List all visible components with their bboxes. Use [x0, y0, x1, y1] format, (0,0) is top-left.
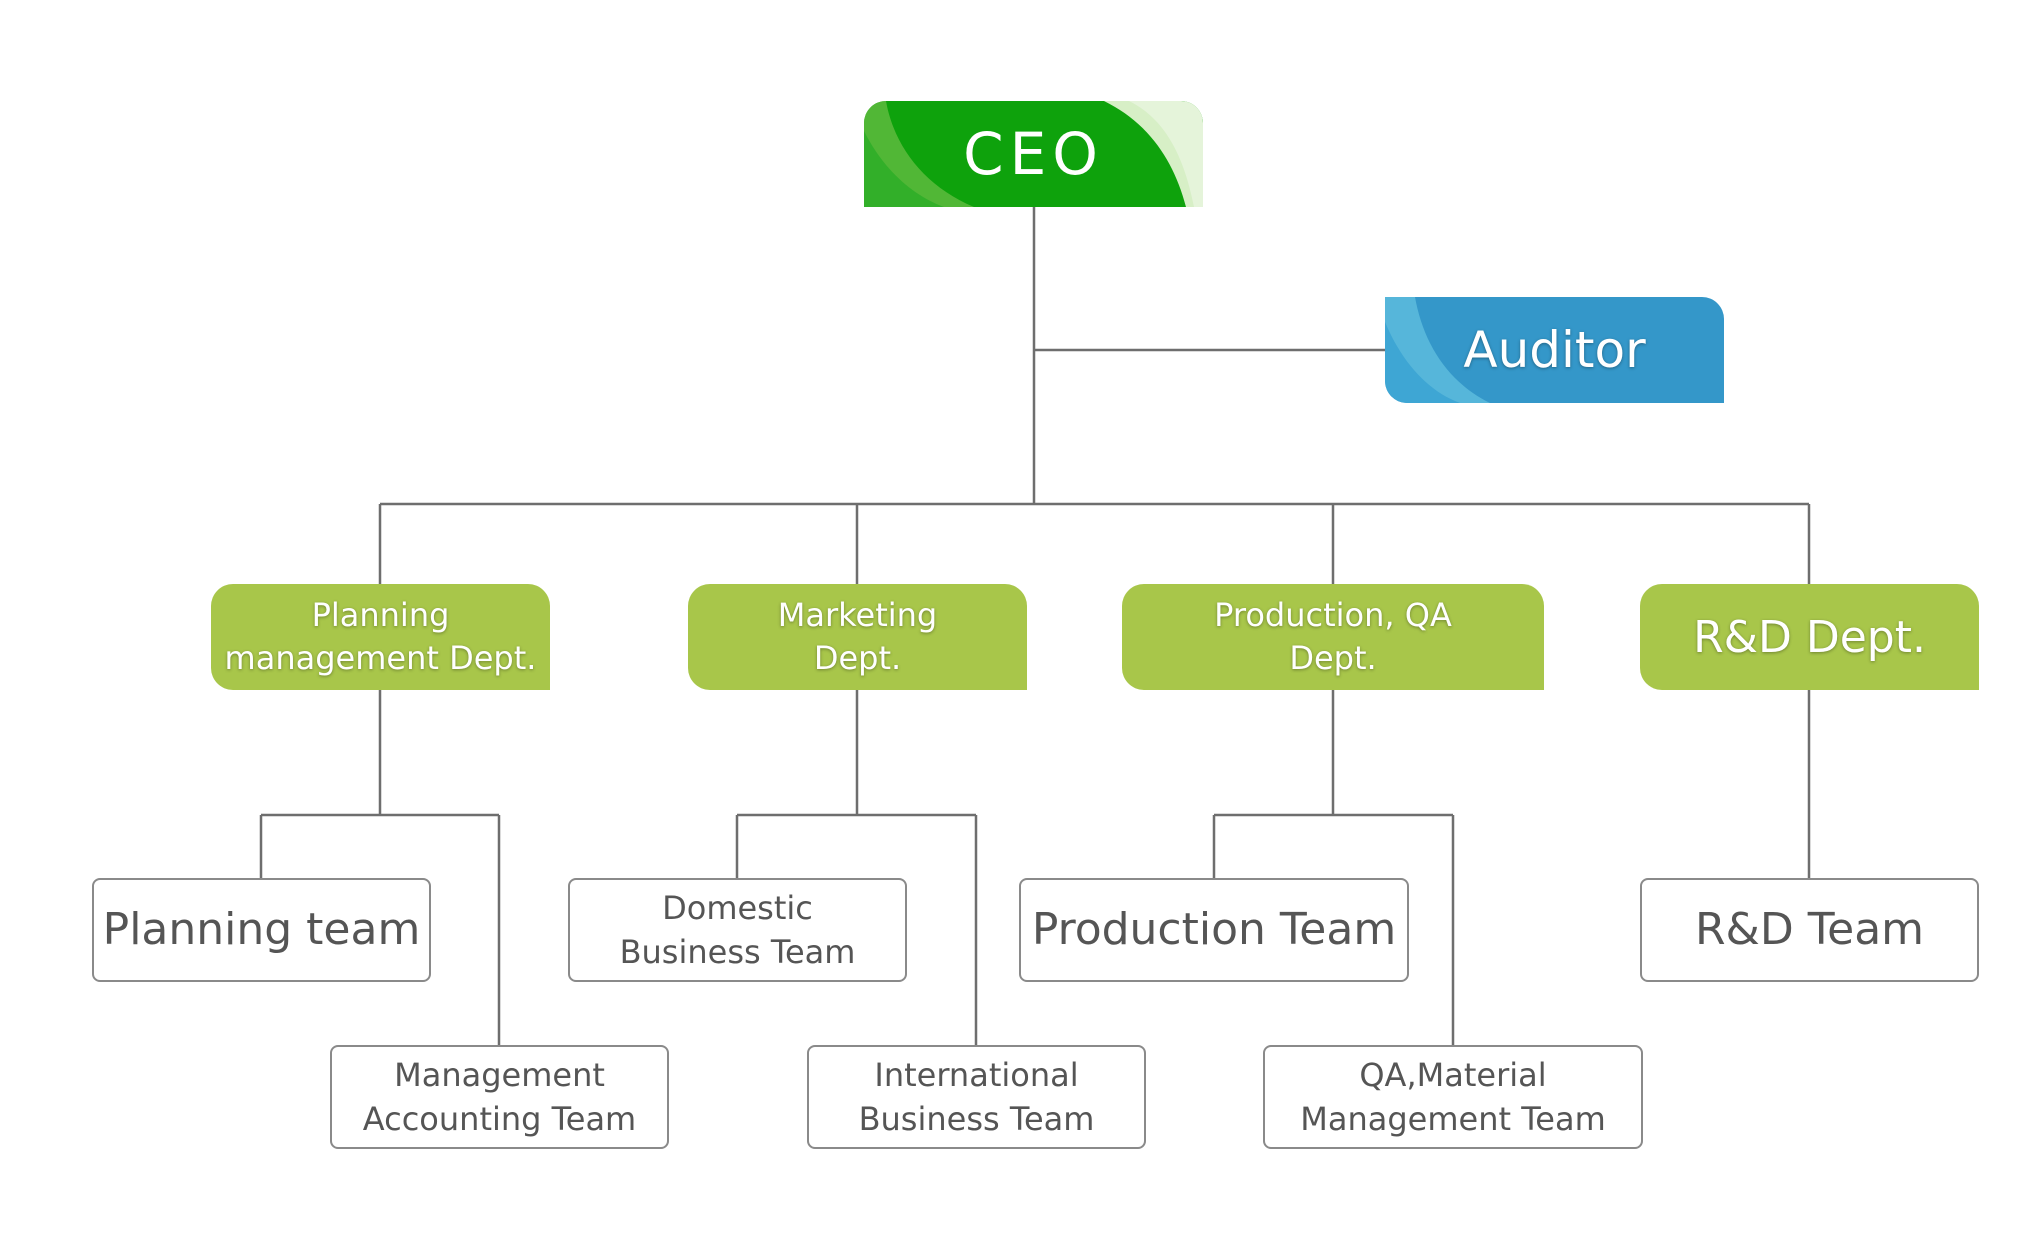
team-planning: Planning team: [92, 878, 431, 982]
dept-rnd: R&D Dept.: [1640, 584, 1979, 690]
team-rnd: R&D Team: [1640, 878, 1979, 982]
auditor-label: Auditor: [1463, 321, 1646, 379]
team-label: Planning team: [102, 904, 421, 955]
dept-label: R&D Dept.: [1693, 611, 1926, 663]
team-management-accounting: Management Accounting Team: [330, 1045, 669, 1149]
planning-branch-line: [259, 690, 501, 1045]
team-international-business: International Business Team: [807, 1045, 1146, 1149]
team-label: Production Team: [1031, 904, 1397, 955]
production-branch-line: [1212, 690, 1455, 1045]
auditor-node: Auditor: [1385, 297, 1724, 403]
ceo-label: CEO: [963, 120, 1104, 188]
team-label: QA,Material Management Team: [1300, 1056, 1606, 1138]
dept-label: Planning management Dept.: [224, 596, 537, 677]
team-label: International Business Team: [858, 1056, 1095, 1138]
dept-planning-management: Planning management Dept.: [211, 584, 550, 690]
auditor-swoosh-decoration: [1385, 297, 1490, 403]
dept-label: Marketing Dept.: [777, 596, 938, 677]
dept-label: Production, QA Dept.: [1214, 596, 1452, 677]
team-qa-material-management: QA,Material Management Team: [1263, 1045, 1643, 1149]
team-label: Management Accounting Team: [362, 1056, 637, 1138]
team-label: Domestic Business Team: [619, 889, 856, 971]
ceo-swoosh-decoration: [864, 101, 1203, 207]
team-domestic-business: Domestic Business Team: [568, 878, 907, 982]
ceo-node: CEO: [864, 101, 1203, 207]
dept-production-qa: Production, QA Dept.: [1122, 584, 1544, 690]
dept-marketing: Marketing Dept.: [688, 584, 1027, 690]
team-label: R&D Team: [1694, 904, 1925, 955]
team-production: Production Team: [1019, 878, 1409, 982]
marketing-branch-line: [735, 690, 978, 1045]
